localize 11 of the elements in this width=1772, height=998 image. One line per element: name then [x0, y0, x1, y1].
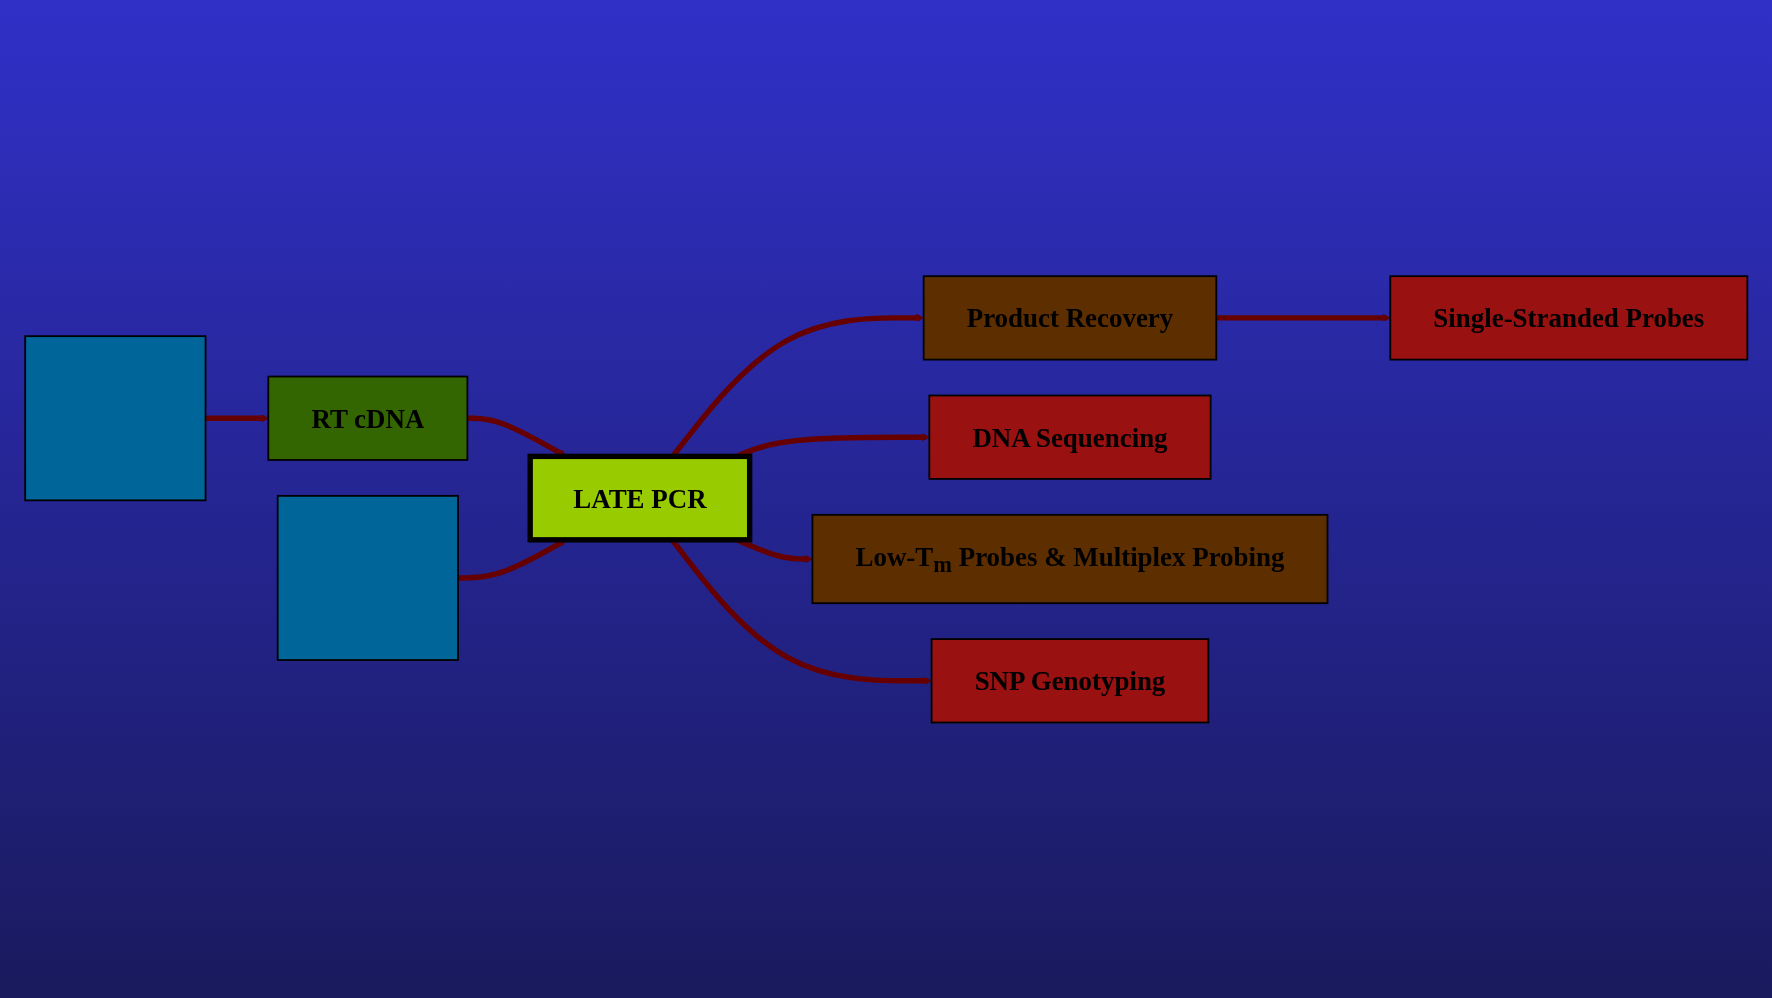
node-box: [276, 494, 459, 661]
node-box: [24, 334, 207, 501]
node-box: Product Recovery: [922, 274, 1217, 361]
arrow: [1216, 313, 1391, 322]
node-box: RT cDNA: [267, 375, 468, 461]
arrow: [205, 413, 269, 422]
node-box: DNA Sequencing: [928, 394, 1212, 480]
node-box: SNP Genotyping: [930, 637, 1209, 724]
node-box: Low-T$_{m}$ Probes & Multiplex Probing: [811, 513, 1329, 604]
node-box: LATE PCR: [527, 453, 753, 543]
node-box: Single-Stranded Probes: [1389, 274, 1748, 361]
